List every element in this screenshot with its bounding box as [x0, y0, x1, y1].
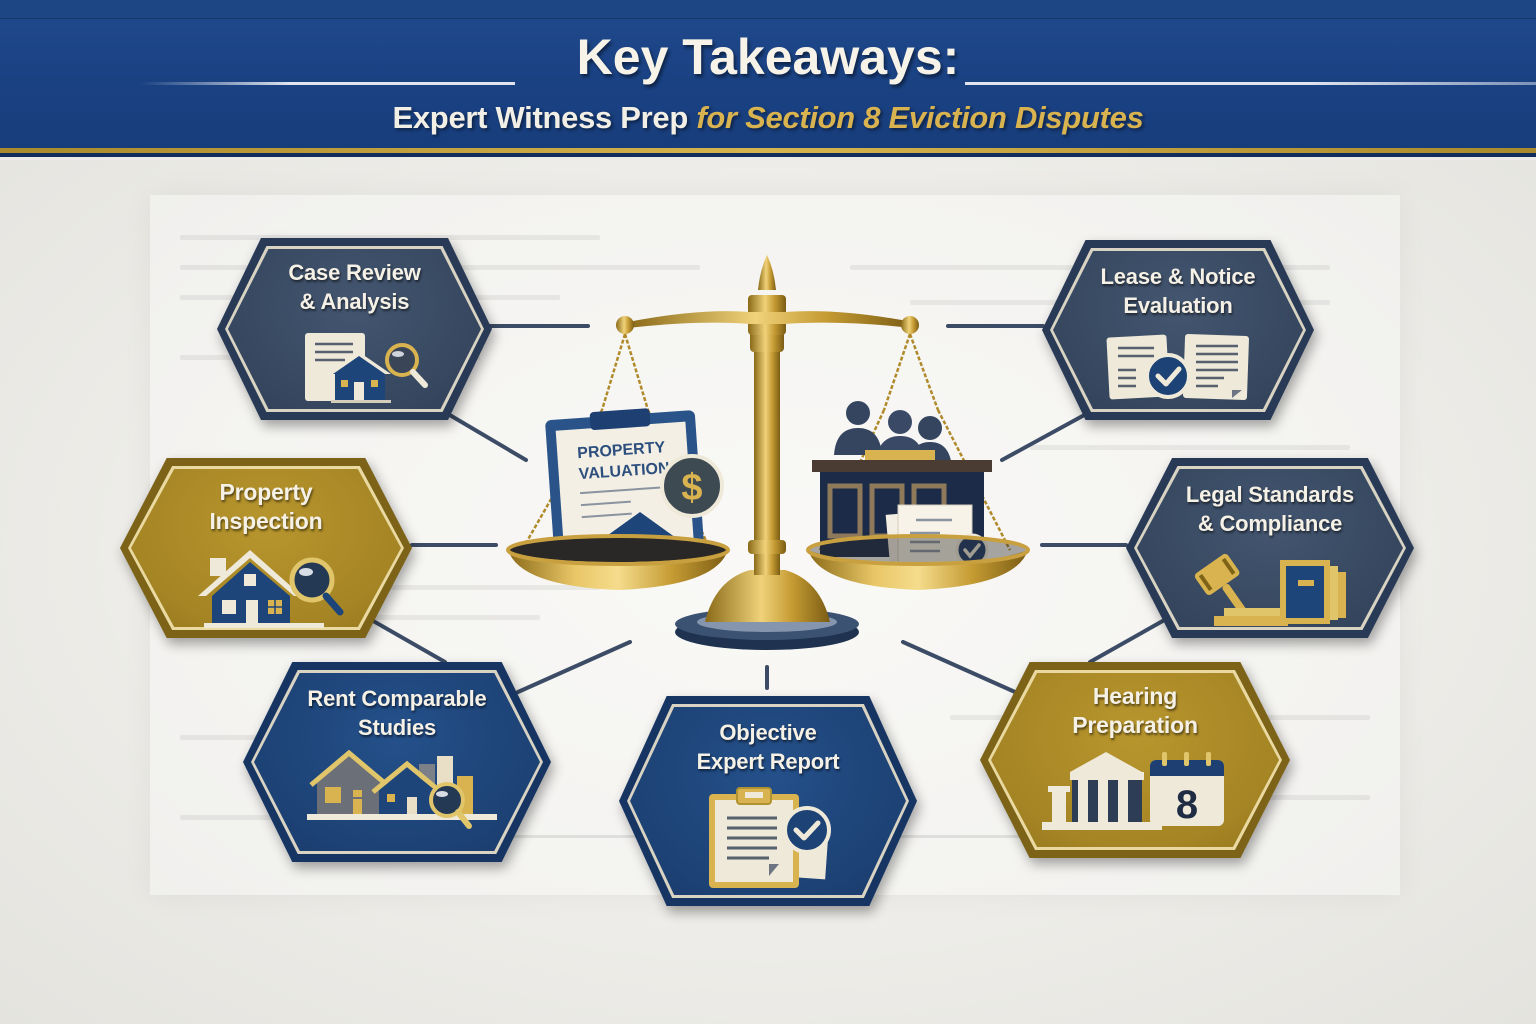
gavel-book-icon [1194, 553, 1346, 626]
header-banner: Key Takeaways: Expert Witness Prep for S… [0, 0, 1536, 157]
card-rent-comparable[interactable]: Rent Comparable Studies [243, 662, 551, 862]
subtitle-accent: for Section 8 Eviction Disputes [696, 100, 1144, 135]
card-title-line1: Case Review [288, 260, 421, 285]
card-hearing-prep[interactable]: Hearing Preparation 8 [980, 662, 1290, 858]
card-title-line2: Evaluation [1123, 293, 1233, 318]
svg-text:VALUATION: VALUATION [578, 460, 670, 483]
houses-bar-chart-magnifier-icon [307, 750, 497, 829]
card-lease-notice[interactable]: Lease & Notice Evaluation [1042, 240, 1314, 420]
judges-bench [812, 401, 992, 575]
gold-rule [0, 148, 1536, 153]
card-title-line2: Preparation [1072, 712, 1198, 738]
documents-checkmark-icon [1106, 334, 1249, 400]
card-title-line1: Lease & Notice [1100, 264, 1256, 289]
svg-text:PROPERTY: PROPERTY [577, 439, 666, 462]
page-title: Key Takeaways: [576, 29, 960, 85]
courthouse-calendar-icon: 8 [1042, 752, 1224, 830]
card-title-line1: Legal Standards [1185, 482, 1355, 507]
title-rule-left [140, 82, 515, 85]
card-title-line1: Rent Comparable [307, 686, 487, 711]
card-title-line2: Inspection [209, 508, 323, 534]
scale-of-justice-illustration: PROPERTY VALUATION $ [506, 255, 1030, 650]
title-rule-right [965, 82, 1536, 85]
card-title-line2: & Compliance [1197, 511, 1343, 536]
card-title-line1: Property [219, 479, 313, 505]
page-subtitle: Expert Witness Prep for Section 8 Evicti… [0, 100, 1536, 136]
card-title-line1: Hearing [1092, 683, 1178, 709]
card-title-line2: & Analysis [299, 289, 410, 314]
card-title-line2: Expert Report [696, 749, 840, 774]
clipboard-checkmark-icon [709, 787, 831, 888]
card-legal-standards[interactable]: Legal Standards & Compliance [1126, 458, 1414, 638]
card-expert-report[interactable]: Objective Expert Report [619, 696, 917, 906]
calendar-number: 8 [1176, 783, 1198, 827]
document-house-magnifier-icon [305, 333, 428, 403]
card-case-review[interactable]: Case Review & Analysis [217, 238, 492, 420]
svg-text:$: $ [681, 467, 702, 509]
house-magnifier-icon [198, 550, 344, 628]
card-title-line1: Objective [719, 720, 817, 745]
card-title-line2: Studies [357, 715, 437, 740]
subtitle-main: Expert Witness Prep [392, 100, 688, 135]
card-property-inspection[interactable]: Property Inspection [120, 458, 412, 638]
